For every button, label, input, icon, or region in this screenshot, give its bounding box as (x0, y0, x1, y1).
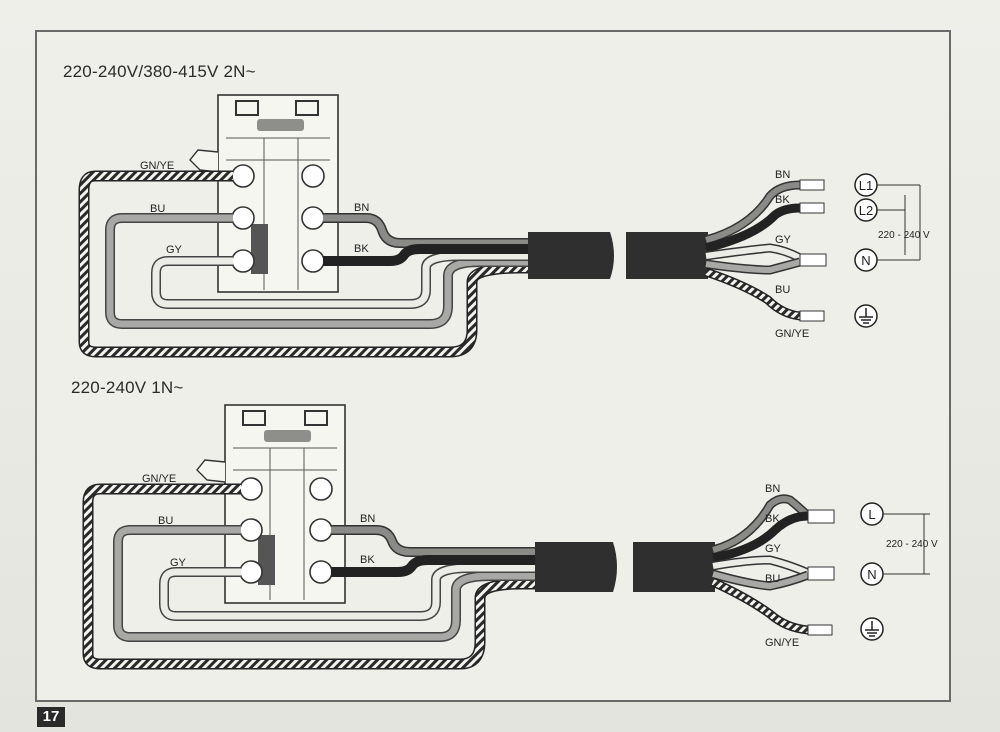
label-bk: BK (360, 554, 375, 566)
cable-sheath (528, 232, 708, 279)
label-gnye: GN/YE (142, 473, 176, 485)
external-leads (704, 179, 827, 322)
label-bk: BK (354, 243, 369, 255)
diagram-1phase: GN/YE BU GY BN BK BN BK GY BU GN/YE L N … (82, 404, 938, 670)
lead-label-bu: BU (765, 573, 780, 585)
labels-3phase: GN/YE BU GY BN BK BN BK GY BU GN/YE L1 L… (140, 160, 930, 340)
diagram-3phase: GN/YE BU GY BN BK BN BK GY BU GN/YE L1 L… (78, 94, 930, 358)
voltage-label: 220 - 240 V (878, 230, 930, 241)
label-gy: GY (166, 244, 183, 256)
lead-label-bn: BN (765, 483, 780, 495)
symbol-l1: L1 (859, 178, 873, 193)
label-bn: BN (360, 513, 375, 525)
internal-wires (82, 483, 545, 670)
lead-label-gy: GY (765, 543, 782, 555)
lead-label-gnye: GN/YE (765, 637, 799, 649)
label-bu: BU (150, 203, 165, 215)
external-leads (711, 494, 835, 636)
supply-symbols (854, 173, 921, 328)
lead-label-bk: BK (765, 513, 780, 525)
terminal-screws (239, 477, 333, 584)
symbol-n: N (867, 567, 876, 582)
lead-label-gy: GY (775, 234, 792, 246)
labels-1phase: GN/YE BU GY BN BK BN BK GY BU GN/YE L N … (142, 473, 938, 649)
label-gnye: GN/YE (140, 160, 174, 172)
page-number: 17 (37, 707, 65, 727)
earth-ground-icon (865, 621, 879, 637)
voltage-label: 220 - 240 V (886, 539, 938, 550)
earth-ground-icon (859, 308, 873, 324)
label-bn: BN (354, 202, 369, 214)
lead-label-bk: BK (775, 194, 790, 206)
diagram-title-1phase: 220-240V 1N~ (71, 378, 184, 397)
lead-label-bn: BN (775, 169, 790, 181)
symbol-l: L (868, 507, 875, 522)
symbol-l2: L2 (859, 203, 873, 218)
lead-label-bu: BU (775, 284, 790, 296)
label-gy: GY (170, 557, 187, 569)
cable-sheath (535, 542, 715, 592)
terminal-screws (231, 164, 325, 273)
label-bu: BU (158, 515, 173, 527)
diagram-title-3phase: 220-240V/380-415V 2N~ (63, 62, 256, 81)
internal-wires (78, 170, 545, 358)
lead-label-gnye: GN/YE (775, 328, 809, 340)
supply-symbols (860, 502, 930, 641)
symbol-n: N (861, 253, 870, 268)
